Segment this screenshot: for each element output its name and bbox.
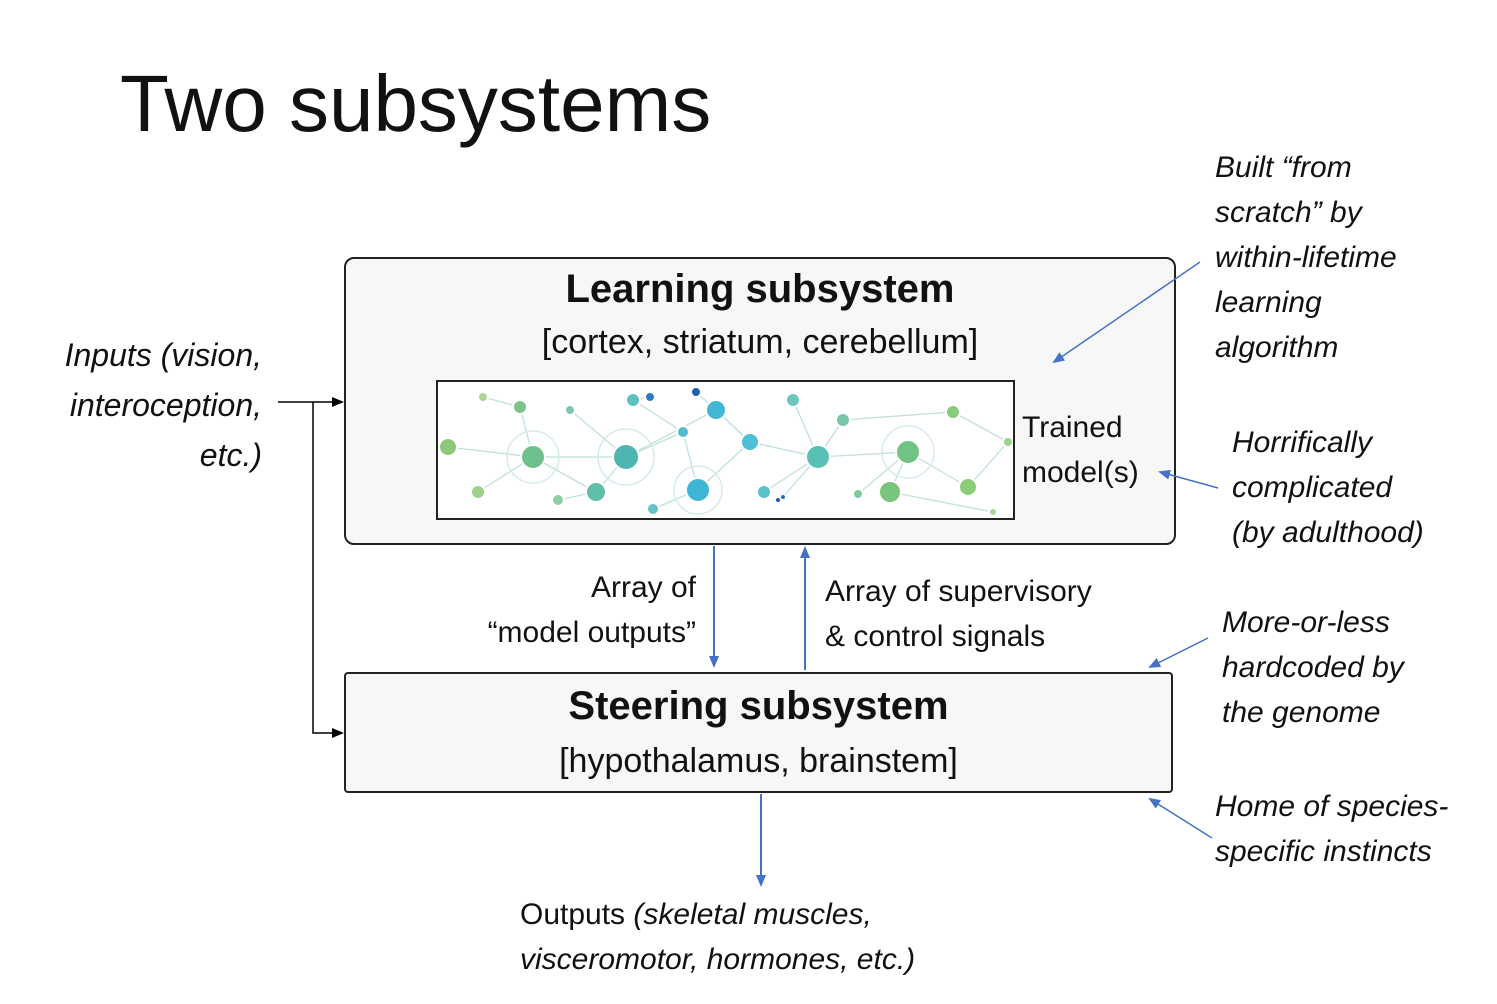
network-node [895, 439, 921, 465]
network-node [564, 404, 576, 416]
note-line: the genome [1222, 696, 1381, 729]
inputs-label: Inputs (vision, interoception, etc.) [20, 330, 262, 480]
network-node [676, 425, 690, 439]
network-edge [952, 411, 1009, 443]
network-node [945, 404, 961, 420]
network-node [785, 392, 801, 408]
trained-models-line: model(s) [1022, 456, 1139, 489]
complicated-note-pointer [1158, 469, 1219, 489]
outputs-list-2: visceromotor, hormones, etc.) [520, 943, 916, 976]
network-node [756, 484, 772, 500]
network-node [612, 443, 640, 471]
network-node [512, 399, 528, 415]
inputs-line: interoception, [69, 387, 262, 423]
network-edge [889, 491, 994, 513]
note-horrifically-complicated: Horrifically complicated (by adulthood) [1232, 420, 1424, 555]
built-note-pointer [1052, 261, 1201, 364]
model-outputs-line: “model outputs” [487, 616, 696, 649]
supervisory-line: Array of supervisory [825, 575, 1092, 608]
supervisory-line: & control signals [825, 620, 1046, 653]
network-edge [842, 411, 954, 421]
network-halo [597, 428, 655, 486]
network-node [740, 432, 760, 452]
outputs-list-1: (skeletal muscles, [633, 898, 872, 931]
network-node [520, 444, 546, 470]
note-line: More-or-less [1222, 606, 1390, 639]
inputs-line: etc.) [199, 437, 262, 473]
network-node [805, 444, 831, 470]
network-node [958, 477, 978, 497]
note-line: algorithm [1215, 331, 1339, 364]
network-node [585, 481, 607, 503]
note-line: within-lifetime [1215, 241, 1397, 274]
steering-subsystem-title: Steering subsystem [568, 684, 949, 728]
network-edge [625, 409, 717, 458]
page-title: Two subsystems [120, 59, 712, 148]
network-graphic [438, 386, 1013, 517]
network-edge [817, 451, 909, 458]
network-node [852, 488, 864, 500]
network-halo [673, 465, 723, 515]
network-edge [447, 446, 534, 458]
note-line: (by adulthood) [1232, 516, 1424, 549]
network-node [835, 412, 851, 428]
network-node [988, 507, 998, 517]
network-node [438, 437, 458, 457]
network-halo [881, 425, 935, 479]
model-outputs-label: Array of “model outputs” [420, 565, 696, 655]
note-line: complicated [1232, 471, 1393, 504]
network-node [646, 502, 660, 516]
neural-network-image [436, 380, 1015, 520]
note-line: learning [1215, 286, 1322, 319]
note-line: hardcoded by [1222, 651, 1404, 684]
network-node [551, 493, 565, 507]
trained-models-line: Trained [1022, 411, 1123, 444]
network-node [470, 484, 486, 500]
trained-models-label: Trained model(s) [1022, 405, 1139, 495]
learning-subsystem-title: Learning subsystem [565, 267, 955, 311]
model-outputs-line: Array of [590, 571, 696, 604]
network-edge [967, 441, 1009, 488]
inputs-line: Inputs (vision, [64, 337, 262, 373]
outputs-label: Outputs (skeletal muscles, visceromotor,… [520, 892, 915, 982]
learning-subsystem-regions: [cortex, striatum, cerebellum] [541, 323, 979, 361]
network-node [1002, 436, 1013, 448]
hardcoded-note-pointer [1148, 637, 1209, 668]
note-line: specific instincts [1215, 835, 1432, 868]
outputs-lead: Outputs [520, 898, 634, 931]
network-halo [506, 430, 560, 484]
supervisory-signals-label: Array of supervisory & control signals [825, 569, 1092, 659]
note-line: Built “from [1215, 151, 1352, 184]
steering-subsystem-box: Steering subsystem [hypothalamus, brains… [344, 672, 1173, 793]
network-node [690, 386, 702, 398]
note-species-instincts: Home of species- specific instincts [1215, 784, 1448, 874]
network-node [477, 391, 489, 403]
network-node [779, 493, 787, 501]
steering-subsystem-regions: [hypothalamus, brainstem] [559, 742, 958, 780]
note-line: Home of species- [1215, 790, 1449, 823]
note-built-from-scratch: Built “from scratch” by within-lifetime … [1215, 145, 1397, 370]
network-node [644, 391, 656, 403]
instincts-note-pointer [1148, 797, 1213, 839]
network-node [625, 392, 641, 408]
note-line: scratch” by [1215, 196, 1362, 229]
network-node [705, 399, 727, 421]
inputs-to-steering-arrow [312, 402, 344, 738]
note-line: Horrifically [1232, 426, 1373, 459]
network-edge [632, 399, 684, 433]
note-hardcoded: More-or-less hardcoded by the genome [1222, 600, 1404, 735]
network-node [685, 477, 711, 503]
network-node [878, 480, 902, 504]
